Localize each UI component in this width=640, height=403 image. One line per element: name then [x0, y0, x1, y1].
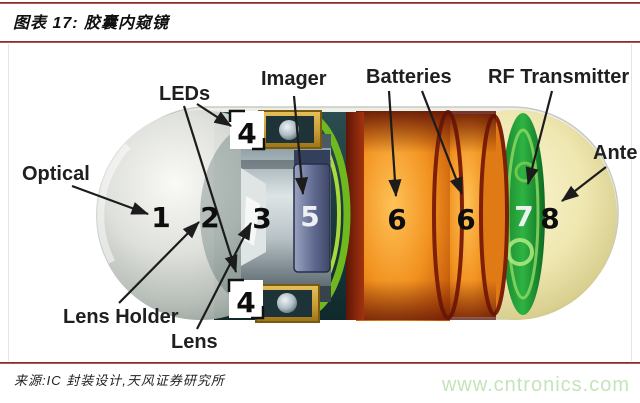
marker-5: 5 [300, 200, 319, 233]
imager-label: Imager [261, 68, 327, 90]
part-labels: Optical LEDs Imager Batteries RF Transmi… [22, 66, 637, 353]
marker-box-top [230, 111, 264, 149]
led-module-bottom [255, 284, 320, 323]
numeric-markers: 1 2 3 4 4 5 6 6 7 8 [151, 117, 559, 319]
marker-6-left: 6 [387, 203, 406, 236]
batteries-label: Batteries [366, 66, 452, 88]
watermark-text: www.cntronics.com [441, 374, 630, 396]
leader-leds-bottom [182, 105, 238, 274]
leds-label: LEDs [159, 83, 210, 105]
title-rule [0, 41, 640, 43]
antenna-label: Ante [593, 142, 637, 164]
lens-label: Lens [171, 331, 218, 353]
rf-transmitter-label: RF Transmitter [488, 66, 629, 88]
leader-imager [292, 95, 309, 196]
marker-2: 2 [200, 201, 219, 234]
marker-6-right: 6 [456, 203, 475, 236]
leader-rf-transmitter [525, 90, 554, 186]
capsule-endoscope-diagram: Optical LEDs Imager Batteries RF Transmi… [22, 66, 637, 353]
figure-right-border [631, 44, 632, 361]
footer-rule [0, 362, 640, 364]
leader-lens [196, 222, 252, 330]
marker-1: 1 [151, 201, 170, 234]
source-text: 来源:IC 封装设计,天风证券研究所 [14, 373, 225, 388]
marker-boxes [227, 109, 266, 320]
battery-1 [356, 110, 496, 321]
figure-title: 图表 17: 胶囊内窥镜 [13, 15, 170, 32]
marker-7: 7 [514, 200, 533, 233]
leader-antenna [561, 166, 607, 202]
marker-box-bottom [229, 280, 263, 318]
leader-optical [71, 184, 150, 216]
led-module-top [258, 110, 322, 149]
marker-8: 8 [540, 202, 559, 235]
leader-leds-top [196, 103, 232, 127]
leader-lines [71, 90, 607, 330]
battery-edge-shadow [342, 112, 364, 320]
optical-label: Optical [22, 163, 90, 185]
leader-lens-holder [118, 221, 200, 304]
leader-battery-1 [387, 90, 402, 198]
lens-holder-label: Lens Holder [63, 306, 179, 328]
marker-3: 3 [252, 202, 271, 235]
figure-left-border [8, 44, 9, 361]
leader-battery-2 [420, 90, 464, 196]
marker-4-bottom: 4 [236, 286, 255, 319]
marker-4-top: 4 [237, 117, 256, 150]
top-rule [0, 2, 640, 4]
